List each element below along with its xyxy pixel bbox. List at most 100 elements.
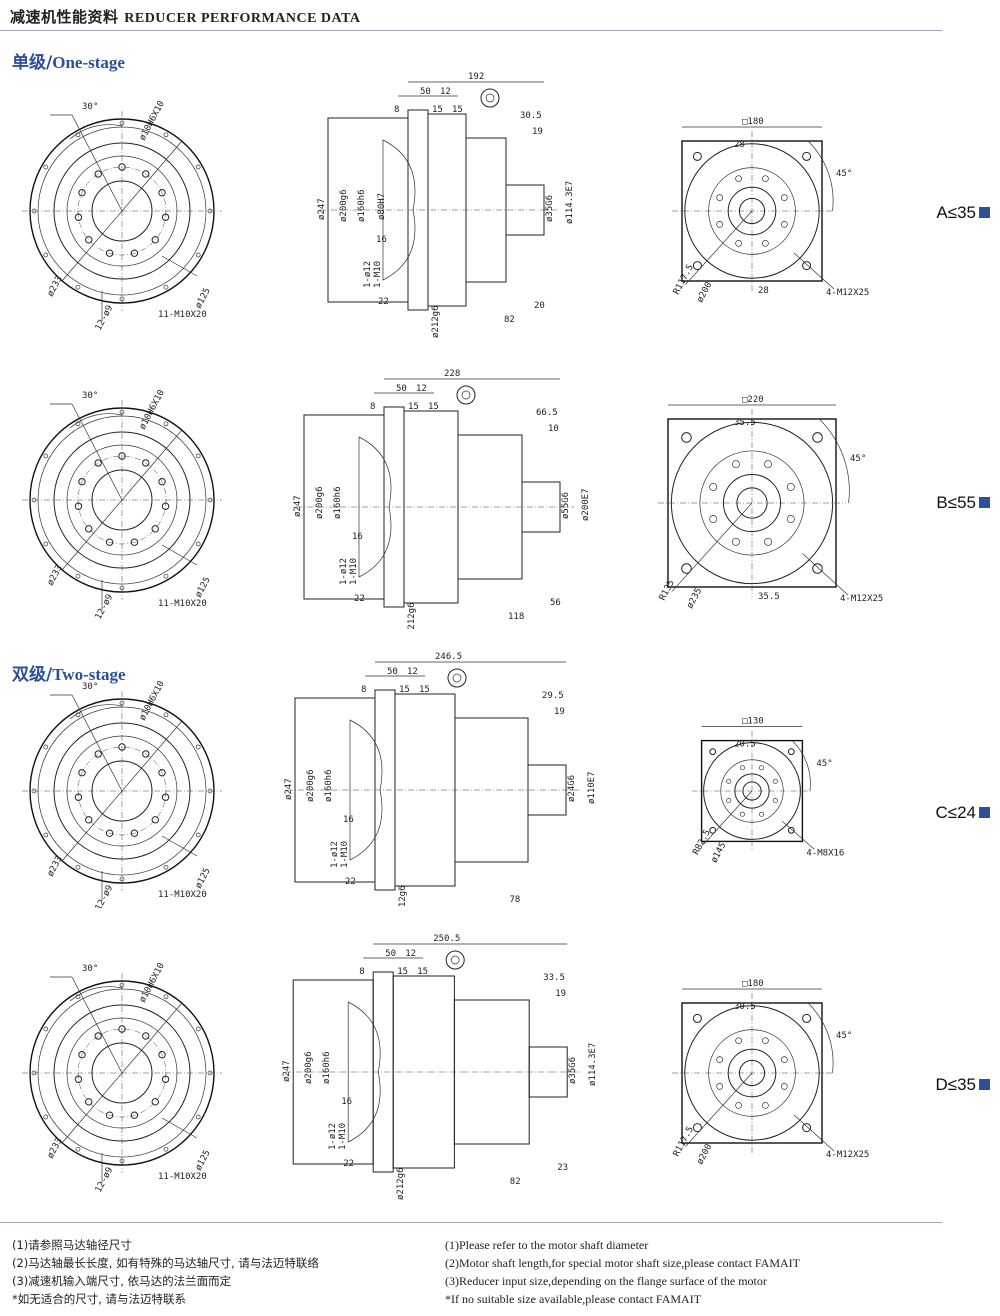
side-dia-80: ø80H7 xyxy=(377,193,387,220)
side-output-pilot: ø200E7 xyxy=(581,488,591,521)
side-dim-d1: 50 xyxy=(396,384,407,394)
note-cn-2: (2)马达轴最长长度, 如有特殊的马达轴尺寸, 请与法迈特联络 xyxy=(12,1256,319,1270)
side-dim-d5: 15 xyxy=(419,685,430,695)
side-dim-d4: 15 xyxy=(399,685,410,695)
front-inner-label: ø125 xyxy=(194,867,213,891)
side-shaft-length: 33.5 xyxy=(543,973,565,983)
side-dim-d3: 8 xyxy=(361,685,366,695)
side-hole-2: 1-M10 xyxy=(338,1123,348,1150)
side-hole-2: 1-M10 xyxy=(373,261,383,288)
note-cn-1: (1)请参照马达轴径尺寸 xyxy=(12,1238,132,1252)
side-dia-160: ø160h6 xyxy=(324,769,334,802)
side-shaft-length: 29.5 xyxy=(542,691,564,701)
side-hole-2: 1-M10 xyxy=(340,841,350,868)
end-angle-label: 45° xyxy=(850,454,866,464)
side-dim-d1: 50 xyxy=(420,87,431,97)
end-square-size: □180 xyxy=(742,979,764,989)
side-total-length: 250.5 xyxy=(433,934,460,944)
side-dim-d5: 15 xyxy=(428,402,439,412)
footer-divider xyxy=(0,1222,942,1223)
side-length-2: 56 xyxy=(550,598,561,608)
blue-square-icon xyxy=(979,807,990,818)
side-foot-22: 22 xyxy=(354,594,365,604)
section-title-two-stage-en: Two-stage xyxy=(52,665,126,684)
side-output-pilot: ø110E7 xyxy=(587,771,597,804)
side-length-2: 23 xyxy=(557,1163,568,1173)
end-radius-label: R82.5 xyxy=(691,828,713,857)
side-shaft-step: 19 xyxy=(532,127,543,137)
blue-square-icon xyxy=(979,1079,990,1090)
end-thread-label: 4-M8X16 xyxy=(806,848,844,858)
front-holes-label: 12-ø9 xyxy=(94,593,116,622)
front-pcd-label: ø233 xyxy=(46,275,65,299)
end-key-width: 20.5 xyxy=(734,740,756,750)
side-dim-d3: 8 xyxy=(359,967,364,977)
end-thread-label: 4-M12X25 xyxy=(840,594,883,604)
side-pilot-dia: ø212g6 xyxy=(396,1167,406,1200)
blue-square-icon xyxy=(979,497,990,508)
note-en-1: (1)Please refer to the motor shaft diame… xyxy=(445,1238,649,1252)
side-output-dia: ø35G6 xyxy=(545,195,555,222)
model-label-3: C≤24 xyxy=(935,803,990,823)
model-ratio-text: B≤55 xyxy=(936,493,976,512)
side-shaft-step: 19 xyxy=(555,989,566,999)
side-length-1: 82 xyxy=(510,1177,521,1187)
side-dim-16: 16 xyxy=(341,1097,352,1107)
end-angle-label: 45° xyxy=(836,169,852,179)
side-dim-d4: 15 xyxy=(432,105,443,115)
end-thread-label: 4-M12X25 xyxy=(826,288,869,298)
side-dim-d4: 15 xyxy=(397,967,408,977)
side-dim-d2: 12 xyxy=(405,949,416,959)
page-header: 减速机性能资料 REDUCER PERFORMANCE DATA xyxy=(0,0,1000,34)
note-en-3: (3)Reducer input size,depending on the f… xyxy=(445,1274,767,1288)
note-en-4: *If no suitable size available,please co… xyxy=(445,1292,702,1306)
model-ratio-text: C≤24 xyxy=(935,803,976,822)
note-cn-3: (3)减速机输入端尺寸, 依马达的法兰面而定 xyxy=(12,1274,232,1288)
end-square-size: □220 xyxy=(742,395,764,405)
side-shaft-length: 66.5 xyxy=(536,408,558,418)
front-thread-label: 11-M10X20 xyxy=(158,310,207,320)
end-pcd-label: ø235 xyxy=(685,587,704,611)
end-bottom-dim: 28 xyxy=(758,286,769,296)
side-hole-2: 1-M10 xyxy=(349,558,359,585)
side-pilot-dia: ø212g6 xyxy=(398,885,408,908)
side-foot-22: 22 xyxy=(378,297,389,307)
side-dia-247: ø247 xyxy=(282,1060,292,1082)
notes-en: (1)Please refer to the motor shaft diame… xyxy=(445,1236,800,1308)
side-output-dia: ø24G6 xyxy=(567,775,577,802)
side-shaft-length: 30.5 xyxy=(520,111,542,121)
side-shaft-step: 10 xyxy=(548,424,559,434)
end-radius-label: R135 xyxy=(658,579,677,603)
side-shaft-step: 19 xyxy=(554,707,565,717)
front-thread-label: 11-M10X20 xyxy=(158,1172,207,1182)
side-foot-22: 22 xyxy=(343,1159,354,1169)
side-length-2: 20 xyxy=(534,301,545,311)
side-dia-247: ø247 xyxy=(317,198,327,220)
side-dim-d3: 8 xyxy=(394,105,399,115)
page-title: 减速机性能资料 REDUCER PERFORMANCE DATA xyxy=(10,6,361,27)
side-length-1: 82 xyxy=(504,315,515,325)
model-ratio-text: A≤35 xyxy=(936,203,976,222)
end-angle-label: 45° xyxy=(816,759,832,769)
page-title-en: REDUCER PERFORMANCE DATA xyxy=(124,11,361,26)
side-dia-247: ø247 xyxy=(284,778,294,800)
end-square-size: □130 xyxy=(742,717,764,727)
end-radius-label: R117.5 xyxy=(672,1125,696,1158)
side-dim-d4: 15 xyxy=(408,402,419,412)
side-length-1: 118 xyxy=(508,612,524,622)
front-holes-label: 12-ø9 xyxy=(94,884,116,908)
front-holes-label: 12-ø9 xyxy=(94,304,116,333)
front-angle-label: 30° xyxy=(82,964,98,974)
side-dia-247: ø247 xyxy=(293,495,303,517)
end-key-width: 35.5 xyxy=(734,418,756,428)
